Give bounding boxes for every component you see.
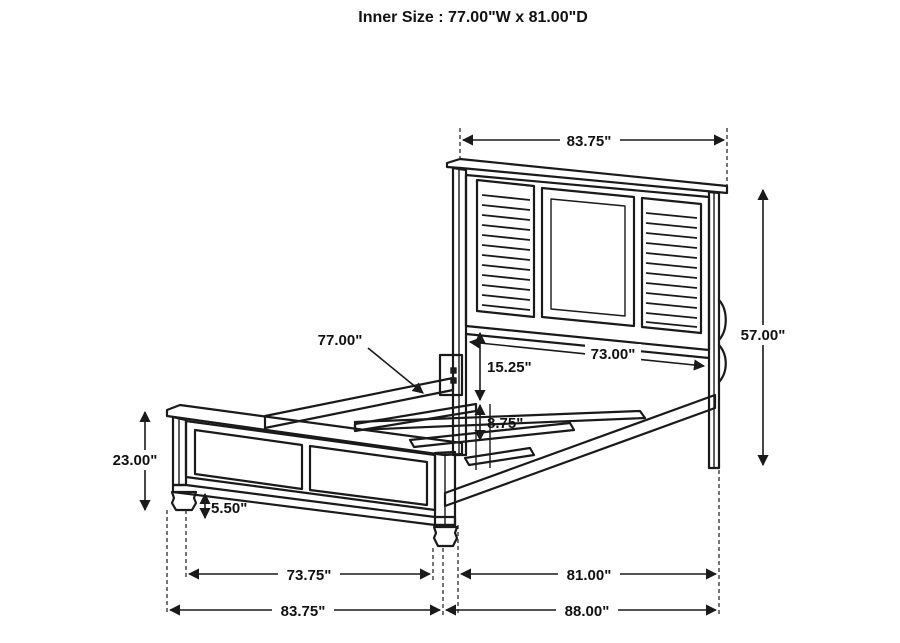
extension-lines [166, 128, 728, 615]
side-rails [263, 353, 717, 508]
center-slat-2 [408, 421, 576, 449]
inner-length-label: 81.00" [567, 567, 612, 584]
inner-size-title: Inner Size : 77.00"W x 81.00"D [358, 9, 588, 26]
dimension-lines: 83.75" 57.00" 73.00" 15.25" 8.75" 77.00"… [110, 131, 790, 620]
headboard-crown [445, 157, 729, 195]
center-slat-3 [463, 446, 536, 467]
leg-height-label: 5.50" [211, 500, 247, 517]
headboard-height-label: 57.00" [741, 327, 786, 344]
headboard-inner-width-label: 73.00" [591, 346, 636, 363]
rail-height-label: 8.75" [487, 415, 523, 432]
footboard-top-cap [165, 403, 464, 457]
right-louver-slats [645, 212, 698, 328]
headboard-frame [464, 173, 711, 352]
headboard-center-inset [550, 198, 626, 317]
inner-width-label: 77.00" [318, 332, 363, 349]
center-rail [353, 409, 647, 432]
footboard-left-panel [193, 428, 304, 491]
footboard-panel-frame [184, 419, 437, 512]
headboard-right-louver-panel [640, 196, 703, 335]
headboard-panel-height-label: 15.25" [487, 359, 532, 376]
headboard-left-post [451, 166, 468, 457]
headboard [445, 157, 729, 470]
headboard-post-ornament [717, 298, 727, 384]
headboard-width-label: 83.75" [567, 133, 612, 150]
footboard-inner-width-label: 73.75" [287, 567, 332, 584]
headboard-left-louver-panel [475, 178, 536, 319]
rail-bracket [438, 353, 464, 397]
footboard-height-label: 23.00" [113, 452, 158, 469]
overall-width-label: 83.75" [281, 603, 326, 620]
footboard-left-foot [170, 490, 198, 512]
left-louver-slats [481, 194, 531, 311]
overall-length-label: 88.00" [565, 603, 610, 620]
headboard-right-post [707, 190, 721, 470]
footboard-base [171, 483, 457, 527]
right-side-rail [443, 393, 717, 508]
footboard [165, 403, 464, 548]
footboard-right-panel [308, 444, 429, 507]
inner-width-leader [367, 347, 424, 394]
left-side-rail [263, 376, 455, 430]
footboard-right-foot [432, 525, 459, 548]
headboard-center-panel [540, 186, 636, 328]
